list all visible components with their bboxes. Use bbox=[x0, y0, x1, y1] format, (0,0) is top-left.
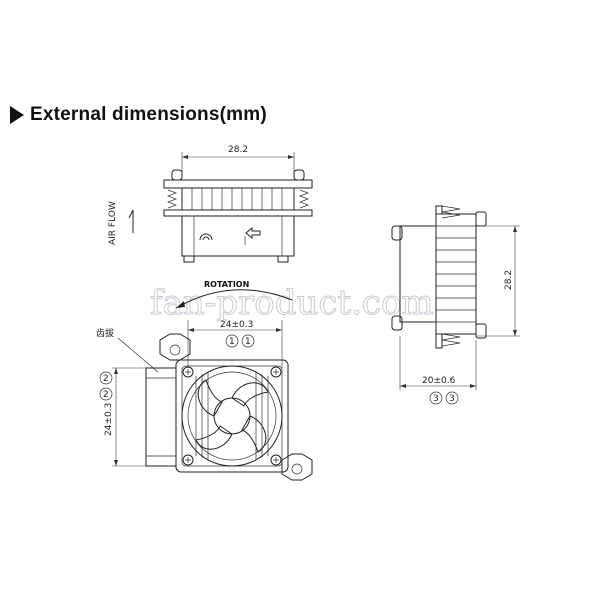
front-left-marker-b: 2 bbox=[103, 390, 109, 400]
front-top-dimension: 24±0.3 bbox=[220, 320, 253, 330]
air-flow-label: AIR FLOW bbox=[108, 201, 118, 245]
air-flow-arrow-icon bbox=[128, 209, 134, 233]
screw-icon bbox=[182, 454, 194, 466]
bottom-mount-tab bbox=[281, 453, 313, 481]
front-left-dimension: 24±0.3 bbox=[104, 403, 114, 436]
rotation-label: ROTATION bbox=[204, 280, 249, 289]
front-left-marker-a: 2 bbox=[103, 374, 109, 384]
fan-blades bbox=[195, 379, 269, 453]
callout-label: 齿拔 bbox=[96, 327, 114, 339]
rotation-arrow-icon bbox=[175, 289, 293, 309]
side-view: 28.2 AIR FLOW bbox=[108, 145, 313, 309]
top-mount-tab bbox=[159, 333, 191, 361]
fan-hub bbox=[213, 397, 251, 435]
screw-icon bbox=[182, 366, 194, 378]
front-top-marker-a: 1 bbox=[229, 337, 235, 347]
right-height-dimension: 28.2 bbox=[504, 270, 514, 290]
front-top-marker-b: 1 bbox=[245, 337, 251, 347]
screw-icon bbox=[270, 454, 282, 466]
right-bottom-spring bbox=[441, 333, 461, 347]
right-marker-b: 3 bbox=[449, 394, 455, 404]
side-width-dimension: 28.2 bbox=[228, 145, 248, 155]
right-spring bbox=[299, 189, 309, 209]
section-header: External dimensions(mm) bbox=[10, 100, 267, 130]
right-marker-a: 3 bbox=[433, 394, 439, 404]
right-view: 28.2 20±0.6 3 3 bbox=[391, 205, 520, 405]
front-view: 24±0.3 1 1 齿拔 24±0.3 2 2 bbox=[96, 320, 313, 481]
front-fin-hatch bbox=[195, 372, 269, 460]
right-top-spring bbox=[441, 205, 461, 219]
left-spring bbox=[167, 189, 177, 209]
fan-logo-icon bbox=[199, 233, 213, 241]
right-depth-dimension: 20±0.6 bbox=[422, 376, 456, 386]
screw-icon bbox=[270, 366, 282, 378]
fan-ring bbox=[181, 365, 283, 467]
airflow-arrow-icon bbox=[245, 226, 261, 240]
watermark: fan-product.com bbox=[150, 283, 434, 323]
right-fins bbox=[436, 225, 476, 323]
section-title: External dimensions(mm) bbox=[30, 104, 267, 125]
fan-housing bbox=[175, 359, 289, 473]
side-fins bbox=[191, 188, 283, 210]
play-arrow-icon bbox=[10, 106, 24, 124]
